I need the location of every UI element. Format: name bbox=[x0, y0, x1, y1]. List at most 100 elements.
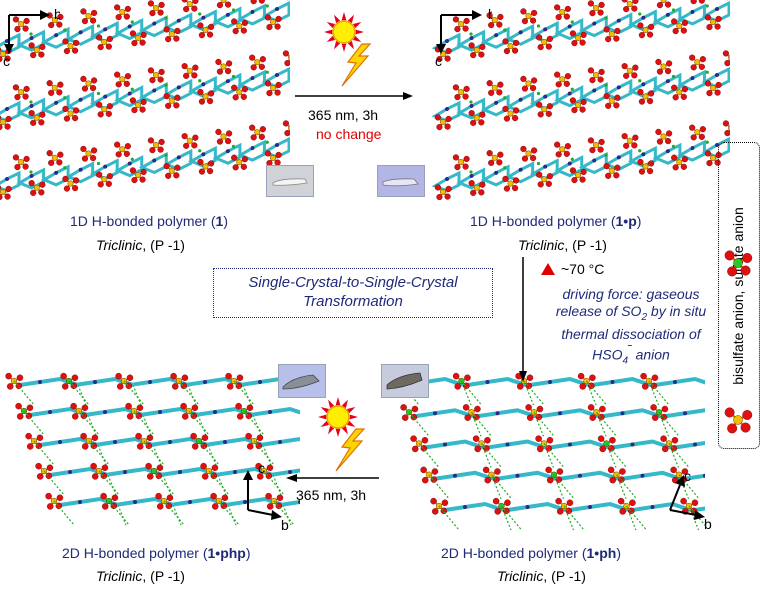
hydrogen-bond-dot bbox=[638, 79, 642, 83]
oxygen-atom bbox=[722, 120, 729, 127]
sulfur-atom bbox=[85, 80, 92, 87]
linker-molecule bbox=[456, 29, 486, 52]
sulfur-atom bbox=[491, 84, 498, 91]
oxygen-atom bbox=[91, 434, 99, 442]
sulfur-atom bbox=[507, 43, 514, 49]
oxygen-atom bbox=[129, 30, 136, 37]
hydrogen-bond bbox=[597, 416, 607, 437]
oxygen-atom bbox=[46, 503, 54, 510]
oxygen-atom bbox=[90, 442, 98, 450]
oxygen-atom bbox=[216, 68, 224, 75]
sun-ray bbox=[334, 14, 341, 24]
hydrogen-bond bbox=[408, 411, 430, 437]
oxygen-atom bbox=[580, 31, 587, 39]
linker-molecule bbox=[249, 406, 300, 417]
oxygen-atom bbox=[39, 43, 46, 51]
oxygen-atom bbox=[724, 250, 735, 261]
sun-ray bbox=[326, 35, 336, 42]
hydrogen-bond bbox=[77, 384, 87, 406]
oxygen-atom bbox=[632, 64, 639, 71]
oxygen-atom bbox=[410, 413, 418, 421]
sulfur-atom bbox=[254, 129, 261, 136]
linker-molecule bbox=[612, 439, 672, 450]
oxygen-atom bbox=[259, 126, 266, 133]
oxygen-atom bbox=[715, 15, 722, 23]
linker-molecule bbox=[16, 167, 46, 190]
oxygen-atom bbox=[690, 134, 697, 141]
oxygen-atom bbox=[503, 507, 510, 515]
hydrogen-bond-dot bbox=[705, 70, 709, 74]
hydrogen-bond-dot bbox=[469, 100, 473, 104]
oxygen-atom bbox=[742, 252, 753, 263]
sulfur-atom bbox=[119, 76, 126, 83]
panel-1php-title: 2D H-bonded polymer (1•php) bbox=[62, 545, 251, 561]
nitrogen-atom bbox=[54, 170, 59, 175]
oxygen-atom bbox=[613, 35, 620, 42]
oxygen-atom bbox=[240, 163, 247, 170]
nitrogen-atom bbox=[505, 442, 510, 447]
sun-ray bbox=[335, 428, 341, 437]
sulfur-atom bbox=[694, 59, 701, 66]
oxygen-atom bbox=[454, 383, 461, 390]
oxygen-atom bbox=[22, 25, 29, 32]
nitrogen-atom bbox=[4, 176, 9, 181]
linker-molecule bbox=[65, 91, 95, 114]
sulfur-atom bbox=[559, 9, 566, 15]
oxygen-atom bbox=[555, 81, 562, 88]
oxygen-atom bbox=[579, 39, 586, 46]
sulfur-atom bbox=[608, 167, 615, 174]
oxygen-atom bbox=[740, 422, 751, 433]
nitrogen-atom bbox=[127, 24, 132, 29]
panel-1-title: 1D H-bonded polymer (1) bbox=[70, 213, 228, 229]
sulfur-atom bbox=[168, 31, 175, 37]
oxygen-atom bbox=[464, 374, 471, 382]
nitrogen-atom bbox=[690, 76, 695, 81]
oxygen-atom bbox=[608, 445, 615, 452]
hydrogen-bond bbox=[461, 380, 482, 406]
linker-molecule bbox=[652, 6, 682, 29]
sun-ray bbox=[320, 420, 330, 427]
oxygen-atom bbox=[70, 402, 77, 410]
oxygen-atom bbox=[250, 134, 257, 141]
oxygen-atom bbox=[63, 48, 71, 55]
linker-molecule bbox=[434, 470, 494, 481]
nitrogen-atom bbox=[547, 379, 552, 384]
hydrogen-bond bbox=[418, 443, 440, 468]
oxygen-atom bbox=[444, 123, 451, 130]
hydrogen-bond bbox=[153, 470, 175, 496]
oxygen-atom bbox=[680, 163, 687, 170]
oxygen-atom bbox=[599, 405, 606, 413]
oxygen-atom bbox=[587, 404, 595, 411]
oxygen-atom bbox=[215, 58, 222, 66]
oxygen-atom bbox=[157, 146, 164, 153]
oxygen-atom bbox=[12, 16, 19, 23]
oxygen-atom bbox=[80, 432, 87, 440]
oxygen-atom bbox=[484, 476, 491, 484]
oxygen-atom bbox=[486, 150, 493, 157]
oxygen-atom bbox=[401, 414, 409, 421]
oxygen-atom bbox=[110, 502, 118, 510]
step3-condition: 365 nm, 3h bbox=[296, 487, 367, 503]
oxygen-atom bbox=[0, 194, 3, 200]
nitrogen-atom bbox=[268, 410, 273, 415]
hydrogen-bond bbox=[273, 500, 295, 526]
oxygen-atom bbox=[479, 181, 486, 188]
sulfur-atom bbox=[236, 89, 243, 96]
sun-disc bbox=[332, 20, 356, 44]
oxygen-atom bbox=[513, 107, 520, 114]
oxygen-atom bbox=[670, 445, 678, 452]
oxygen-atom bbox=[632, 0, 639, 5]
oxygen-atom bbox=[631, 72, 638, 79]
hydrogen-bond bbox=[563, 505, 585, 531]
linker-molecule bbox=[539, 408, 599, 419]
oxygen-atom bbox=[619, 468, 626, 475]
sulfur-atom bbox=[458, 159, 464, 165]
oxygen-atom bbox=[165, 36, 172, 43]
hydrogen-bond bbox=[564, 509, 575, 531]
oxygen-atom bbox=[131, 177, 138, 184]
sulfate-anion-legend-icon bbox=[724, 250, 753, 277]
oxygen-atom bbox=[81, 443, 89, 450]
nitrogen-atom bbox=[641, 15, 646, 20]
oxygen-atom bbox=[566, 499, 574, 507]
structure-1php-image bbox=[5, 372, 300, 526]
